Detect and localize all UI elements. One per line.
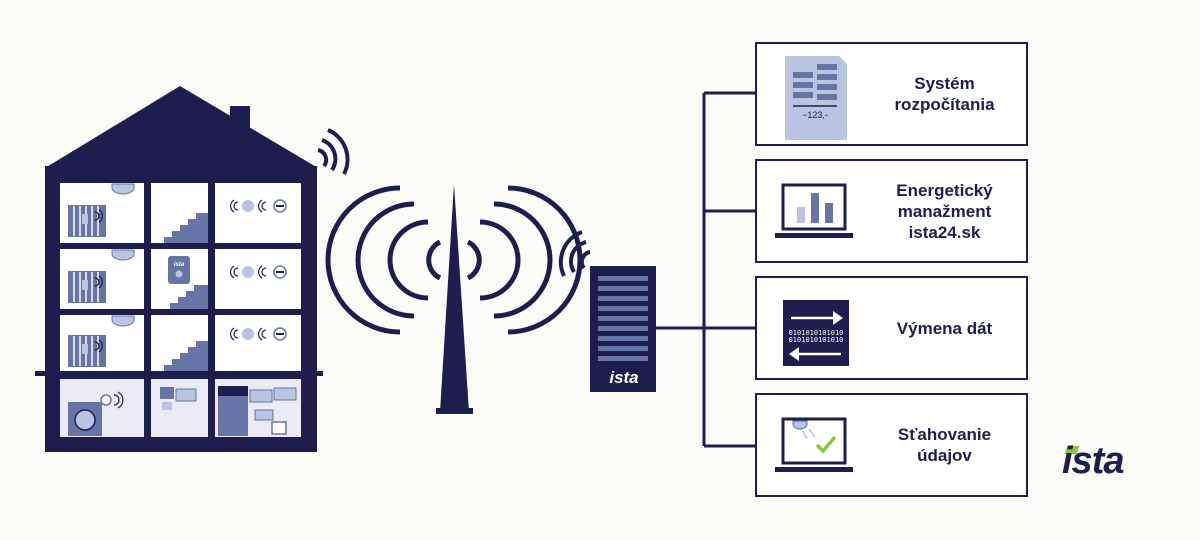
binary-text: 0101010101010 (789, 336, 844, 344)
server-signal-icon (558, 230, 591, 277)
data-exchange-icon: 0101010101010 0101010101010 (783, 300, 849, 366)
binary-text: 0101010101010 (789, 329, 844, 337)
house: ista (35, 86, 350, 452)
basement-equipment (68, 386, 297, 436)
server-logo: ista (609, 368, 638, 387)
connector-lines (656, 91, 755, 448)
service-box-data-download: Sťahovanie údajov (755, 393, 1028, 497)
brand-logo: ista (1062, 440, 1124, 482)
ground-line (35, 371, 323, 376)
service-box-data-exchange: 0101010101010 0101010101010 Výmena dát (755, 276, 1028, 380)
service-box-energy-management: Energetický manažment ista24.sk (755, 159, 1028, 263)
radiators (67, 205, 107, 368)
stairs (164, 213, 208, 371)
meter-device: ista (168, 256, 190, 284)
server: ista (558, 230, 656, 392)
smoke-detectors (111, 183, 135, 327)
meter-logo: ista (174, 262, 185, 268)
laptop-chart-icon (775, 183, 853, 238)
service-label: Systém rozpočítania (894, 74, 995, 114)
service-label: Energetický manažment ista24.sk (896, 180, 993, 242)
document-icon: −123,- (785, 56, 847, 140)
document-amount: −123,- (802, 110, 828, 120)
service-box-billing: −123,- Systém rozpočítania (755, 42, 1028, 146)
house-signal-icon (317, 128, 350, 175)
service-label: Sťahovanie údajov (897, 425, 992, 465)
laptop-download-icon (775, 417, 853, 472)
chimney (230, 106, 250, 136)
allocators (229, 199, 287, 341)
service-label: Výmena dát (896, 318, 993, 338)
antenna (325, 184, 583, 414)
